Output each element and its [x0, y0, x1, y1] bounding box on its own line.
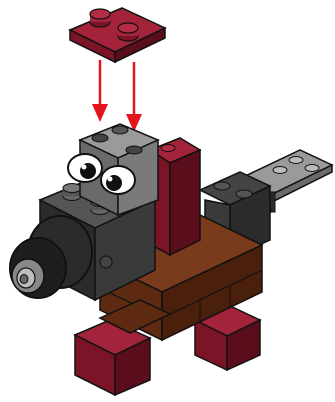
eye-right-icon — [101, 166, 135, 194]
plate-1x2-dark-red — [70, 8, 165, 62]
eye-left-icon — [68, 154, 102, 182]
front-legs — [75, 300, 170, 395]
arrow-right — [126, 62, 142, 132]
arrow-left — [92, 60, 108, 122]
